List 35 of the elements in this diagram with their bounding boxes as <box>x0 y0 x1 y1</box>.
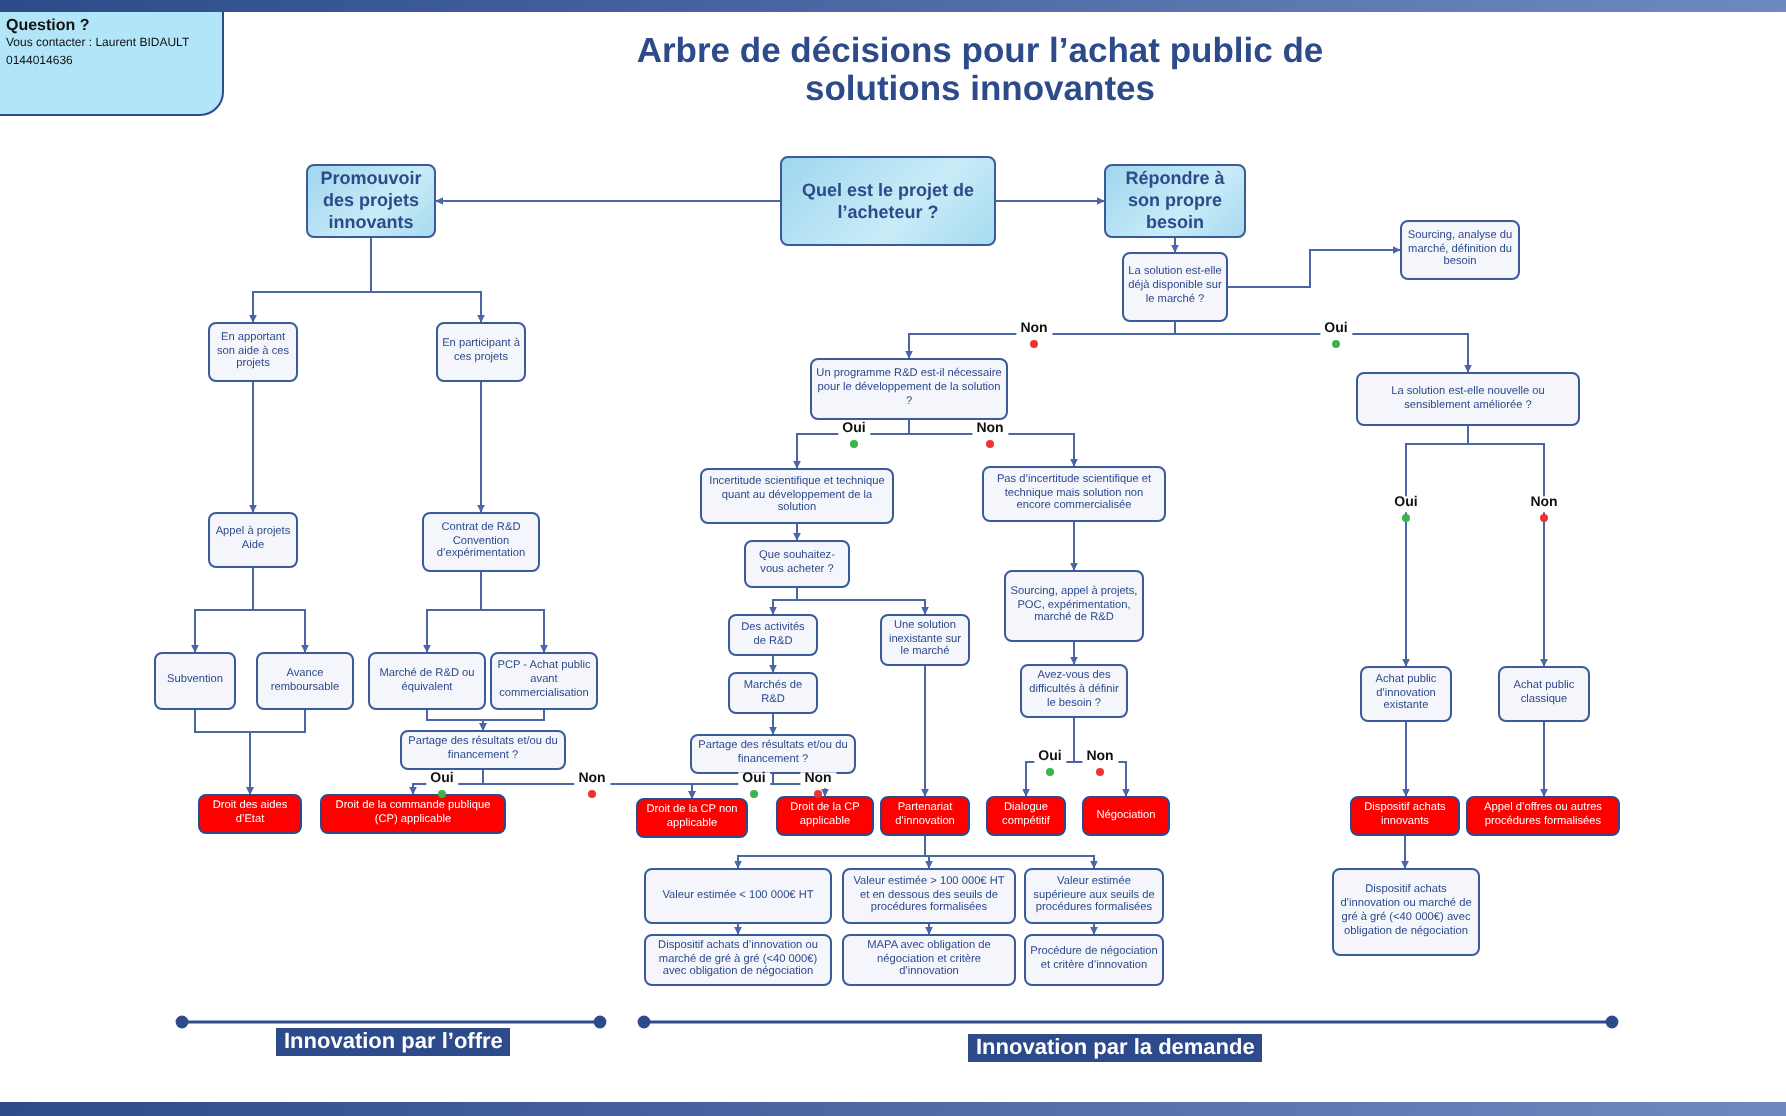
connector-arrow <box>769 655 777 673</box>
connector-arrow <box>477 381 485 513</box>
connector-arrow <box>924 835 1098 869</box>
section-banner: Innovation par la demande <box>968 1034 1263 1062</box>
connector-arrow <box>1401 835 1409 869</box>
connector-arrow <box>479 709 545 731</box>
contact-heading: Question ? <box>6 16 90 34</box>
connector-arrow <box>249 381 257 513</box>
connector-arrow <box>1467 425 1548 667</box>
connector-arrow <box>1227 246 1401 288</box>
connector-arrow <box>480 571 548 653</box>
connector-arrow <box>1402 721 1410 797</box>
connector-arrow <box>1540 721 1548 797</box>
connector-arrow <box>995 197 1105 205</box>
topic-box: Promouvoir des projets innovants <box>306 164 436 238</box>
connector-arrow <box>246 709 306 795</box>
connector-arrow <box>370 237 485 323</box>
connector-arrow <box>1073 717 1130 797</box>
connector-arrow <box>1171 237 1179 253</box>
topic-box: Répondre à son propre besoin <box>1104 164 1246 238</box>
connector-arrow <box>796 587 929 615</box>
connector-arrow <box>921 665 929 797</box>
connector-arrow <box>1070 521 1078 571</box>
connector-arrow <box>793 523 801 541</box>
connector-arrow <box>1090 923 1098 935</box>
section-banner: Innovation par l’offre <box>276 1028 511 1056</box>
topic-box: Quel est le projet de l’acheteur ? <box>780 156 996 246</box>
connector-arrow <box>1070 641 1078 665</box>
connector-arrow <box>769 713 777 735</box>
connector-arrow <box>435 197 781 205</box>
connector-arrow <box>925 923 933 935</box>
connector-arrow <box>252 567 309 653</box>
connector-arrow <box>734 923 742 935</box>
diagram-title: Arbre de décisions pour l’achat public de solutions innovantes <box>634 32 1326 109</box>
connector-arrow <box>1174 321 1472 373</box>
